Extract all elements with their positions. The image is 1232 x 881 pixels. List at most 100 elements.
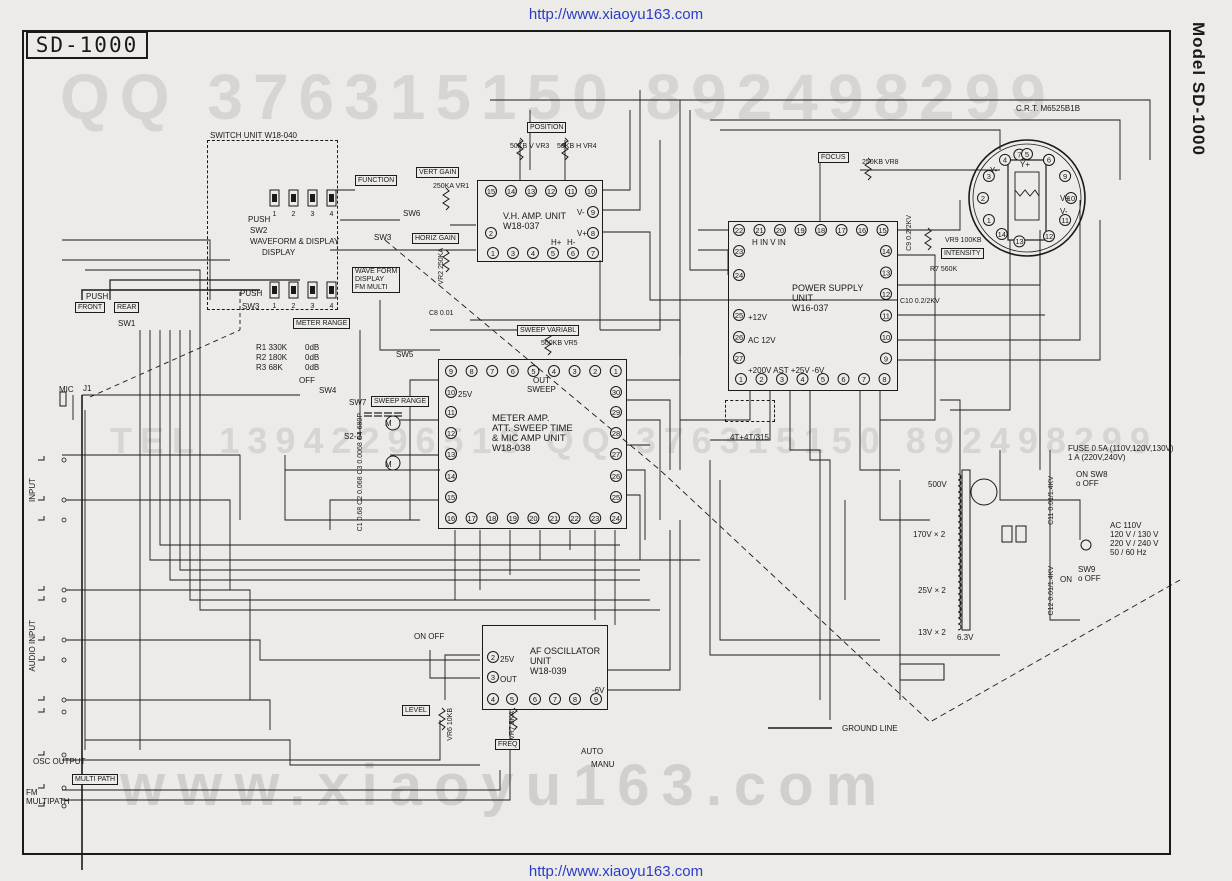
wire-17 [62, 710, 511, 801]
input-terminal-11 [61, 803, 67, 809]
crt-pin-4-number: 11 [1061, 216, 1069, 225]
sw8-label: ON SW8 o OFF [1076, 470, 1108, 488]
wire-25 [600, 140, 661, 331]
wire-13 [62, 639, 480, 661]
af-pin-b-1-circle [506, 693, 518, 705]
meter-pin-bottom-3-number: 19 [509, 514, 517, 523]
meter-pin-left-1-number: 11 [447, 408, 455, 417]
vh-amp-unit-title: V.H. AMP. UNIT W18-037 [503, 211, 567, 231]
vh-hplus: H+ [551, 238, 562, 247]
vh-pin-bottom-0-circle [487, 247, 499, 259]
input-connector-3 [38, 586, 45, 591]
odb-label-2: 0dB [305, 353, 320, 362]
psu-pin-right-4-number: 10 [882, 333, 890, 342]
meter-pin-bottom-8-circle [609, 512, 622, 524]
input-terminal-5 [61, 637, 67, 643]
psu-pin-bottom-2-number: 3 [780, 375, 784, 384]
sw3-label: SW3 [242, 302, 260, 311]
push-label-1: PUSH [248, 215, 271, 224]
af-pin-b-2-number: 6 [533, 695, 537, 704]
pot-3 [561, 137, 569, 161]
wire-61 [627, 494, 641, 560]
odb-label-3: 0dB [305, 363, 320, 372]
crt-heater [1014, 189, 1040, 197]
meter-pin-bottom-3-circle [506, 512, 519, 524]
vh-hminus: H- [567, 238, 576, 247]
model-side-title: Model SD-1000 [1189, 22, 1208, 156]
crt-pin-2-circle [1059, 170, 1072, 182]
wire-52 [999, 450, 1081, 540]
crt-pin-10-number: 3 [987, 172, 991, 181]
s2-label: S2-2 [344, 432, 361, 441]
crt-yminus: Y- [990, 166, 998, 175]
switch-unit-box [207, 140, 338, 310]
horiz-gain-tag: HORIZ GAIN [412, 233, 459, 244]
meter-vu2 [385, 455, 401, 471]
vh-pin-bottom-5-number: 7 [591, 249, 595, 258]
meter-pin-bottom-8-number: 24 [612, 514, 620, 523]
meter-pin-right-1-circle [610, 406, 622, 418]
meter-pin-top-6-circle [568, 365, 581, 377]
crt-outer [968, 139, 1086, 257]
crt-pin-6-number: 13 [1015, 237, 1023, 246]
crt-pin-11-circle [999, 153, 1011, 166]
v13-label: 13V × 2 [918, 628, 946, 637]
r1-label: R1 330K [256, 343, 288, 352]
transformer-coil-594 [957, 593, 962, 601]
fuse-j5 [1015, 525, 1027, 543]
meter-pin-left-0-circle [445, 386, 457, 398]
meter-pin-top-0-circle [445, 365, 457, 377]
psu-pin-top-4-number: 18 [817, 226, 825, 235]
source-url-top[interactable]: http://www.xiaoyu163.com [528, 6, 704, 23]
psu-pin-bottom-6-circle [858, 373, 870, 385]
vh-pin-top-5-circle [585, 185, 597, 197]
vh-pin-top-2-number: 13 [527, 187, 535, 196]
psu-pin-top-5-circle [835, 224, 848, 236]
focus-tag: FOCUS [818, 152, 849, 163]
meter-off-label: OFF [299, 376, 315, 385]
meter-pin-bottom-1-circle [465, 512, 478, 524]
af-oscillator-unit-title: AF OSCILLATOR UNIT W18-039 [530, 646, 601, 676]
vh-pin-left-2-number: 2 [489, 229, 493, 238]
meter-pin-left-3-number: 13 [447, 450, 455, 459]
meter-pin-right-1-number: 29 [612, 408, 620, 417]
psu-pin-left-27-circle [733, 352, 745, 364]
af-pin-3-number: 3 [491, 673, 495, 682]
meter-pin-right-3-number: 27 [612, 450, 620, 459]
vh-pin-top-0-circle [485, 185, 497, 197]
vr9-label: VR9 100KB [945, 237, 982, 244]
wire-60 [627, 469, 646, 540]
af-pin-b-3-number: 7 [553, 695, 557, 704]
meter-pin-bottom-5-number: 21 [550, 514, 558, 523]
front-rear-wire [109, 279, 300, 300]
vert-gain-tag: VERT GAIN [416, 167, 460, 178]
meter-m1: M [385, 419, 392, 428]
af-out-label: OUT [500, 675, 517, 684]
psu-pin-bottom-7-circle [878, 373, 891, 385]
psu-pin-top-1-number: 21 [755, 226, 763, 235]
wire-46 [709, 460, 1000, 656]
af-pin-b-4-number: 8 [573, 695, 577, 704]
sw7-label: SW7 [349, 398, 367, 407]
source-url-bottom[interactable]: http://www.xiaoyu163.com [528, 863, 704, 880]
psu-pin-bottom-5-number: 6 [841, 375, 845, 384]
dashed-link-switch [207, 289, 241, 330]
meter-pin-top-5-circle [548, 365, 560, 377]
wire-6 [169, 330, 640, 581]
psu-pin-top-0-circle [733, 224, 745, 236]
input-terminal-1 [61, 497, 67, 503]
vh-pin-bottom-2-circle [527, 247, 539, 259]
ground-bus-top [81, 289, 260, 300]
meter-pin-top-7-number: 2 [593, 367, 597, 376]
meter-pin-bottom-6-number: 22 [570, 514, 578, 523]
pot-1 [442, 249, 450, 273]
crt-pin-11-number: 4 [1003, 156, 1007, 165]
c10-label: C10 0.2/2KV [900, 298, 940, 305]
psu-pin-bottom-4-circle [817, 373, 829, 385]
dashed-link-diagonal [384, 239, 1181, 723]
sw6-label: SW6 [403, 209, 421, 218]
transformer-coil-486 [957, 485, 962, 493]
switch-pos-0-2: 3 [311, 211, 315, 218]
psu-bottom-label: +200V AST +25V -6V [748, 366, 825, 375]
input-connector-10 [38, 784, 45, 789]
